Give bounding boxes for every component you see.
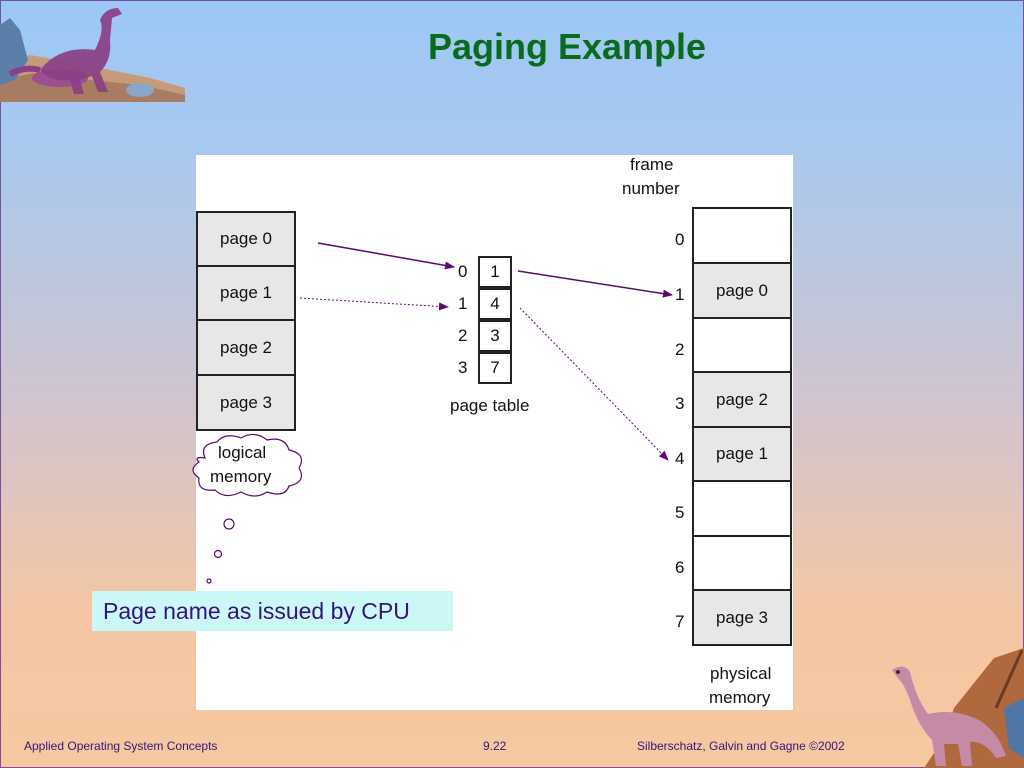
page-table-index-1: 1 bbox=[458, 294, 468, 313]
logical-page-3: page 3 bbox=[196, 374, 296, 431]
physical-frame-7: page 3 bbox=[692, 589, 792, 646]
logical-page-1: page 1 bbox=[196, 265, 296, 321]
footer-right: Silberschatz, Galvin and Gagne ©2002 bbox=[637, 739, 845, 753]
arrow-page0-to-table bbox=[317, 242, 455, 270]
page-title: Paging Example bbox=[427, 26, 707, 67]
physical-frame-5 bbox=[692, 480, 792, 537]
frame-number-7: 7 bbox=[675, 612, 685, 631]
page-table-entry-2: 3 bbox=[478, 320, 512, 352]
dinosaur-top-left-icon bbox=[0, 8, 185, 102]
logical-memory-label-line2: memory bbox=[210, 467, 272, 486]
cpu-page-name-callout: Page name as issued by CPU bbox=[92, 591, 453, 631]
page-table-entry-1: 4 bbox=[478, 288, 512, 320]
footer-left: Applied Operating System Concepts bbox=[24, 739, 218, 753]
logical-memory-label-line1: logical bbox=[218, 443, 267, 462]
frame-number-0: 0 bbox=[675, 230, 685, 249]
frame-number-6: 6 bbox=[675, 558, 685, 577]
page-table-index-0: 0 bbox=[458, 262, 468, 281]
frame-number-4: 4 bbox=[675, 449, 685, 468]
page-table-index-2: 2 bbox=[458, 326, 468, 345]
physical-memory-label-line2: memory bbox=[709, 688, 771, 707]
footer-page-number: 9.22 bbox=[483, 739, 507, 753]
frame-number-2: 2 bbox=[675, 340, 685, 359]
arrow-table-to-frame4 bbox=[519, 307, 669, 461]
physical-frame-3: page 2 bbox=[692, 371, 792, 428]
frame-number-1: 1 bbox=[675, 285, 685, 304]
frame-number-3: 3 bbox=[675, 394, 685, 413]
page-table-label: page table bbox=[450, 396, 530, 415]
thought-cloud-icon bbox=[192, 433, 302, 584]
arrow-table-to-frame1 bbox=[517, 270, 673, 298]
page-table-entry-3: 7 bbox=[478, 352, 512, 384]
physical-frame-4: page 1 bbox=[692, 426, 792, 482]
frame-number-header-line2: number bbox=[622, 179, 680, 198]
frame-number-header-line1: frame bbox=[630, 155, 674, 174]
arrow-page1-to-table bbox=[299, 297, 449, 311]
frame-number-5: 5 bbox=[675, 503, 685, 522]
mapping-arrows bbox=[299, 242, 673, 461]
physical-frame-1: page 0 bbox=[692, 262, 792, 319]
page-table-entry-0: 1 bbox=[478, 256, 512, 288]
physical-memory-label-line1: physical bbox=[710, 664, 772, 683]
page-table-index-3: 3 bbox=[458, 358, 468, 377]
dinosaur-bottom-right-icon bbox=[892, 648, 1024, 768]
